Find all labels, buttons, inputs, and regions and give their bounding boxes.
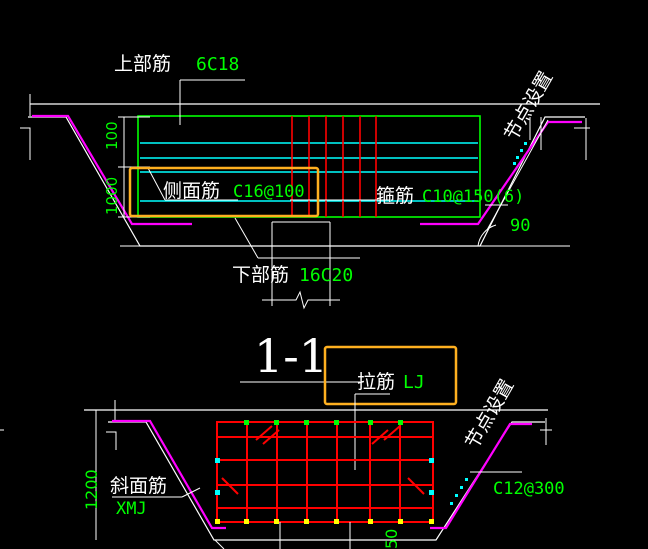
node-setting-top[interactable]: 节点设置 [500, 68, 557, 145]
slope-bar-spec: XMJ [116, 499, 147, 519]
top-bar-label: 上部筋 [114, 53, 171, 75]
top-bar-spec: 6C18 [196, 54, 239, 75]
tie-bar-label: 拉筋 [357, 371, 395, 393]
slope-bar-left [32, 114, 192, 226]
upper-section: 100 1000 上部筋 6C18 侧面筋 C16@100 箍筋 C10@150… [20, 53, 600, 310]
highlight-tie-bar[interactable] [323, 345, 458, 406]
side-bar-label: 侧面筋 [163, 180, 220, 202]
rebar-grid [216, 421, 434, 523]
tie-bar-spec: LJ [403, 372, 425, 393]
slope-spec: C12@300 [493, 479, 565, 499]
bottom-bar-spec: 16C20 [299, 265, 353, 286]
dim-1200: 1200 [82, 469, 101, 510]
slope-bar-right [420, 120, 582, 226]
highlight-side-bar[interactable] [128, 166, 320, 218]
node-setting-bottom[interactable]: 节点设置 [461, 376, 518, 453]
angle-label: 90 [510, 216, 530, 236]
dim-1000: 1000 [103, 177, 121, 215]
slope-bar-label: 斜面筋 [110, 475, 167, 497]
dim-partial: 50 [382, 529, 401, 549]
bottom-bar-label: 下部筋 [232, 264, 289, 286]
stirrup-label: 箍筋 [376, 185, 414, 207]
dim-100: 100 [103, 121, 121, 150]
stirrup-spec: C10@150(6) [422, 187, 524, 207]
lower-section: 1200 [0, 376, 565, 549]
section-title: 1-1 [254, 329, 328, 383]
side-bar-spec: C16@100 [233, 182, 305, 202]
